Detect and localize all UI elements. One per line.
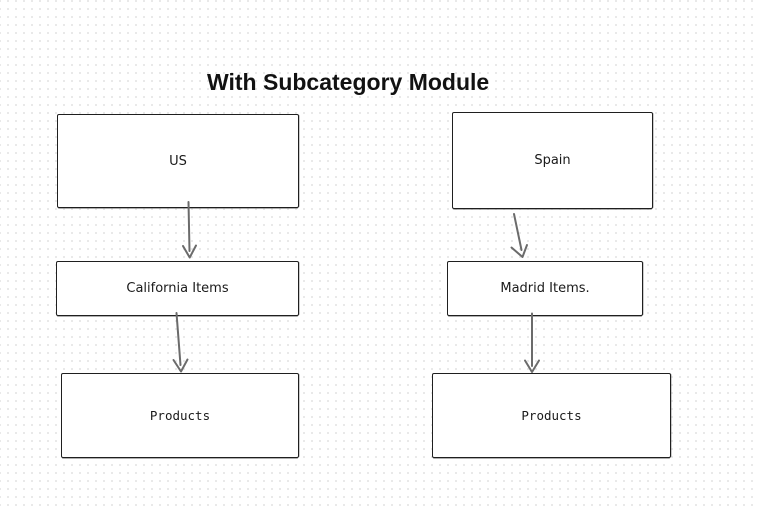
arrow-madrid-items-to-products[interactable] bbox=[524, 312, 540, 373]
diagram-title[interactable]: With Subcategory Module bbox=[207, 69, 490, 95]
arrow-spain-to-madrid-items[interactable] bbox=[510, 213, 528, 258]
node-products-left-label: Products bbox=[149, 408, 211, 423]
node-spain[interactable]: Spain bbox=[452, 112, 653, 209]
node-spain-label: Spain bbox=[534, 153, 571, 168]
node-products-right[interactable]: Products bbox=[432, 373, 671, 458]
node-california-items[interactable]: California Items bbox=[56, 261, 299, 316]
node-madrid-items-label: Madrid Items. bbox=[500, 281, 590, 296]
node-products-right-label: Products bbox=[521, 408, 582, 423]
node-products-left[interactable]: Products bbox=[61, 373, 299, 458]
node-madrid-items[interactable]: Madrid Items. bbox=[447, 261, 643, 316]
node-us-label: US bbox=[169, 153, 187, 169]
arrow-us-to-california-items[interactable] bbox=[182, 201, 197, 259]
node-california-items-label: California Items bbox=[126, 281, 229, 296]
arrow-california-items-to-products[interactable] bbox=[172, 312, 189, 373]
node-us[interactable]: US bbox=[57, 114, 299, 208]
